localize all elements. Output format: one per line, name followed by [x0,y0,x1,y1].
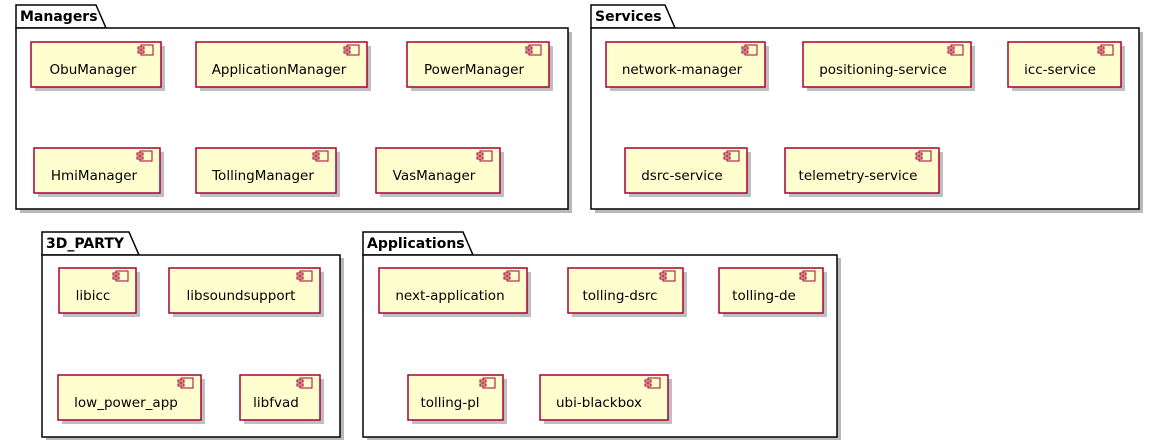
component-label-powermanager: PowerManager [424,62,524,78]
component-label-libsoundsupport: libsoundsupport [187,288,296,304]
component-label-tollingmanager: TollingManager [211,168,314,184]
package-applications: Applications next-application tolling-ds… [362,231,841,440]
component-icon [296,270,313,282]
component-icon [525,44,542,56]
component-label-tolling-dsrc: tolling-dsrc [582,288,657,304]
component-icon [343,44,360,56]
component-icon [1097,44,1114,56]
package-3d-party: 3D_PARTY libicc libsoundsupport [41,231,344,440]
component-label-tolling-pl: tolling-pl [420,395,479,411]
component-label-icc-service: icc-service [1024,62,1096,78]
component-libsoundsupport[interactable]: libsoundsupport [168,267,324,317]
component-icon [136,150,153,162]
component-tolling-pl[interactable]: tolling-pl [407,374,507,424]
component-icon [479,377,496,389]
package-title-services: Services [595,9,662,25]
component-icon [659,270,676,282]
component-icon [137,44,154,56]
component-libfvad[interactable]: libfvad [239,374,324,424]
package-services: Services network-manager positioning-ser… [590,4,1143,213]
component-label-next-application: next-application [395,288,504,304]
package-title-applications: Applications [367,236,465,252]
component-icon [915,150,932,162]
package-title-managers: Managers [20,9,98,25]
component-icon [312,150,329,162]
component-libicc[interactable]: libicc [58,267,140,317]
component-tolling-dsrc[interactable]: tolling-dsrc [567,267,687,317]
component-icon [723,150,740,162]
component-icon [296,377,313,389]
component-label-applicationmanager: ApplicationManager [212,62,347,78]
component-powermanager[interactable]: PowerManager [406,41,553,91]
component-label-vasmanager: VasManager [393,168,476,184]
component-obumanager[interactable]: ObuManager [30,41,165,91]
component-label-low-power-app: low_power_app [74,395,178,411]
component-icon [644,377,661,389]
component-label-obumanager: ObuManager [50,62,137,78]
component-label-telemetry-service: telemetry-service [799,168,918,184]
component-tolling-de[interactable]: tolling-de [718,267,827,317]
component-icon [741,44,758,56]
component-icc-service[interactable]: icc-service [1007,41,1125,91]
component-dsrc-service[interactable]: dsrc-service [624,147,751,197]
component-label-network-manager: network-manager [622,62,743,78]
component-label-positioning-service: positioning-service [819,62,947,78]
component-icon [947,44,964,56]
component-next-application[interactable]: next-application [378,267,531,317]
package-title-3d-party: 3D_PARTY [46,236,125,252]
component-low-power-app[interactable]: low_power_app [57,374,205,424]
component-label-libicc: libicc [76,288,111,304]
component-icon [476,150,493,162]
component-label-ubi-blackbox: ubi-blackbox [556,395,642,411]
component-icon [112,270,129,282]
component-positioning-service[interactable]: positioning-service [802,41,975,91]
component-label-tolling-de: tolling-de [732,288,796,304]
component-applicationmanager[interactable]: ApplicationManager [195,41,371,91]
component-ubi-blackbox[interactable]: ubi-blackbox [539,374,672,424]
component-vasmanager[interactable]: VasManager [375,147,504,197]
component-tollingmanager[interactable]: TollingManager [195,147,340,197]
component-network-manager[interactable]: network-manager [605,41,769,91]
component-telemetry-service[interactable]: telemetry-service [784,147,943,197]
component-icon [503,270,520,282]
component-label-dsrc-service: dsrc-service [641,168,723,184]
package-managers: Managers ObuManager ApplicationManager [15,4,572,213]
component-icon [799,270,816,282]
component-hmimanager[interactable]: HmiManager [33,147,164,197]
component-label-hmimanager: HmiManager [51,168,138,184]
component-icon [177,377,194,389]
component-label-libfvad: libfvad [253,395,299,411]
